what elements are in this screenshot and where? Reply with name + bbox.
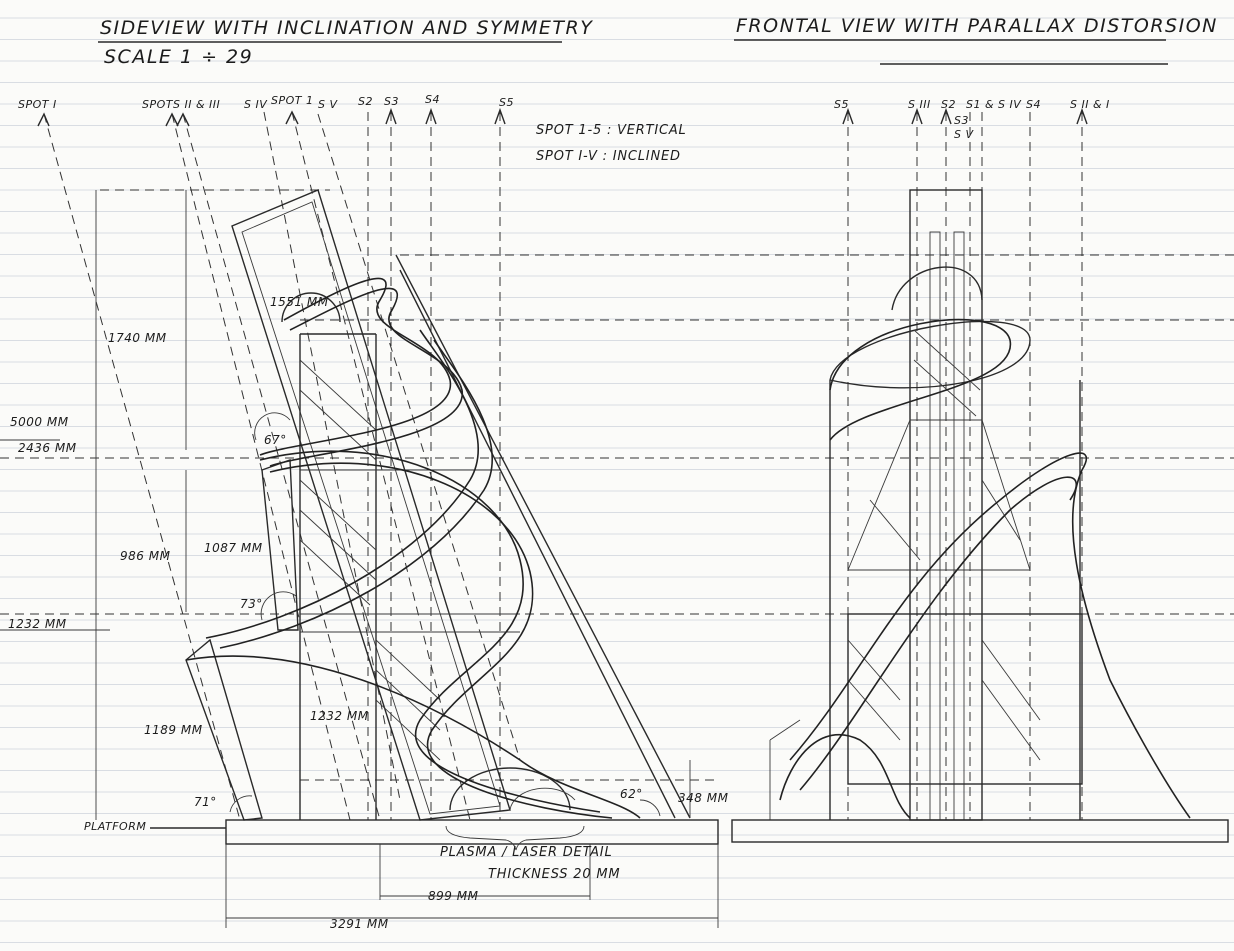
dim-2436: 2436 MM <box>18 441 77 455</box>
spot-label-s3: S3 <box>384 95 399 108</box>
inclined-tower-frame <box>185 189 691 821</box>
dim-986: 986 MM <box>120 549 171 563</box>
dim-1740: 1740 MM <box>108 331 167 345</box>
side-helix-ribbons <box>185 277 641 819</box>
side-view: SIDEVIEW WITH INCLINATION AND SYMMETRY S… <box>0 17 1234 931</box>
side-level-lines <box>0 189 1234 781</box>
dim-3291: 3291 MM <box>330 917 389 931</box>
front-tower-body <box>829 189 1083 821</box>
side-dimension-lines <box>0 190 719 928</box>
front-hatching <box>847 329 1041 761</box>
front-view-title: FRONTAL VIEW WITH PARALLAX DISTORSION <box>736 15 1218 37</box>
dim-1087: 1087 MM <box>204 541 263 555</box>
angle-arc-67 <box>254 412 291 441</box>
vertical-spot-rays <box>367 107 506 820</box>
side-view-title: SIDEVIEW WITH INCLINATION AND SYMMETRY <box>100 17 593 39</box>
inclined-spot-rays <box>37 110 521 821</box>
front-platform <box>731 819 1229 843</box>
angle-arc-71 <box>229 795 253 813</box>
detail-plasma-laser: PLASMA / LASER DETAIL <box>440 845 613 860</box>
hatching <box>299 359 441 761</box>
angle-62: 62° <box>620 787 643 801</box>
angle-arc-73 <box>260 591 297 621</box>
spot-label-iv: S IV <box>244 98 268 111</box>
dim-5000: 5000 MM <box>10 415 69 429</box>
spot-label-i: SPOT I <box>18 98 57 111</box>
dim-1232-vertical: 1232 MM <box>310 709 369 723</box>
angle-67: 67° <box>264 433 287 447</box>
spot-label-ii-iii: SPOTS II & III <box>142 98 220 111</box>
spot-label-1: SPOT 1 <box>271 94 314 107</box>
spot-label-s5: S5 <box>499 96 514 109</box>
front-spot-sv: S V <box>954 128 974 141</box>
front-spot-rays <box>842 107 1088 820</box>
side-view-scale: SCALE 1 ÷ 29 <box>104 46 253 68</box>
dim-1551: 1551 MM <box>270 295 329 309</box>
front-spot-s5: S5 <box>834 98 849 111</box>
detail-brace <box>445 825 585 851</box>
front-spot-s1-siv: S1 & S IV <box>966 98 1022 111</box>
dim-348: 348 MM <box>678 791 729 805</box>
front-spot-s4: S4 <box>1026 98 1041 111</box>
ruled-paper-lines <box>0 17 1234 943</box>
legend-inclined: SPOT I-V : INCLINED <box>536 149 681 164</box>
angle-73: 73° <box>240 597 263 611</box>
front-spot-s3: S3 <box>954 114 969 127</box>
dim-1189: 1189 MM <box>144 723 203 737</box>
front-spot-s2: S2 <box>941 98 956 111</box>
front-helix-ribbons <box>769 318 1191 820</box>
detail-thickness: THICKNESS 20 MM <box>488 867 620 882</box>
angle-arc-62 <box>639 799 661 817</box>
platform-label: PLATFORM <box>84 820 146 833</box>
angle-71: 71° <box>194 795 217 809</box>
legend-vertical: SPOT 1-5 : VERTICAL <box>536 123 687 138</box>
dim-1232: 1232 MM <box>8 617 67 631</box>
spot-label-s4: S4 <box>425 93 440 106</box>
front-spot-sii-i: S II & I <box>1070 98 1110 111</box>
dim-899: 899 MM <box>428 889 479 903</box>
side-platform <box>225 819 719 845</box>
spot-label-v: S V <box>318 98 338 111</box>
spot-label-s2: S2 <box>358 95 373 108</box>
front-spot-siii: S III <box>908 98 931 111</box>
front-view: FRONTAL VIEW WITH PARALLAX DISTORSION S5… <box>731 15 1229 843</box>
